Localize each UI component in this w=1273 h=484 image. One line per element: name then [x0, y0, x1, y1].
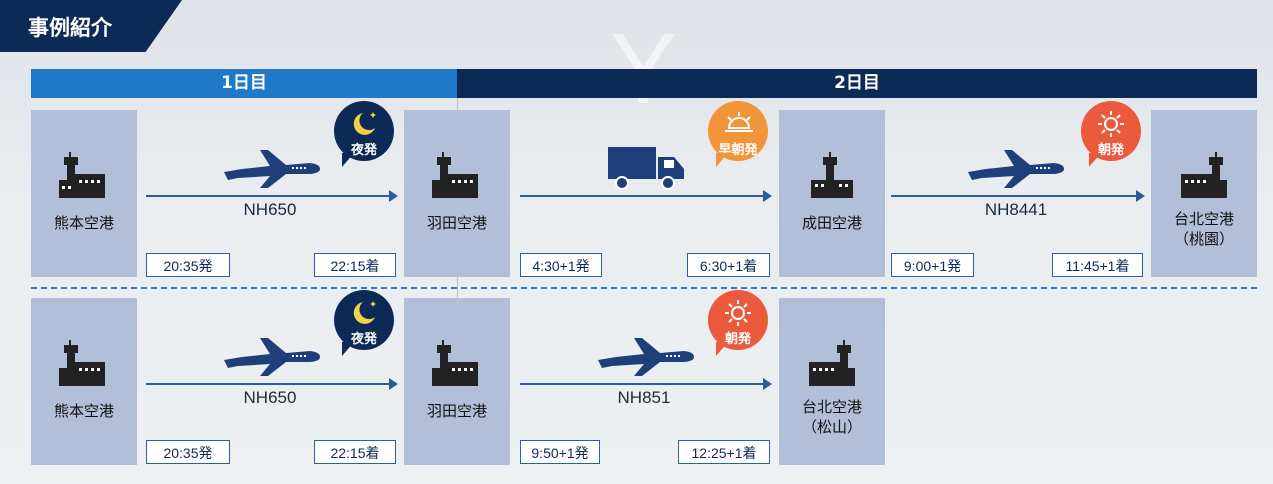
route2-leg2-line: [520, 378, 772, 390]
badge-label: 早朝発: [718, 143, 758, 158]
route1-leg3-line: [891, 190, 1145, 202]
route1-leg1-dep: 20:35発: [146, 253, 230, 277]
airplane-icon: [968, 150, 1064, 188]
route1-leg1-arr: 22:15着: [314, 253, 396, 277]
route2-leg2-dep: 9:50+1発: [520, 440, 600, 464]
route2-airport-name-1: 羽田空港: [426, 403, 487, 420]
route2-airport-origin: 熊本空港: [31, 298, 137, 465]
sun-icon: [1098, 111, 1124, 137]
control-tower-icon: [432, 152, 478, 198]
route1-leg2-arr: 6:30+1着: [687, 253, 770, 277]
route-separator: [31, 287, 1257, 289]
day-2-bar: 2日目: [457, 69, 1257, 98]
route1-leg1-line: [146, 190, 398, 202]
route2-airport-name-0: 熊本空港: [53, 403, 114, 420]
sun-icon: [725, 300, 751, 326]
control-tower-icon: [432, 340, 478, 386]
route1-airport-name-2: 成田空港: [801, 215, 862, 232]
sunrise-icon: [725, 112, 753, 132]
morning-badge: 朝発: [1081, 101, 1141, 167]
truck-icon: [608, 147, 684, 190]
control-tower-icon: [59, 340, 105, 386]
route1-airport-origin: 熊本空港: [31, 110, 137, 277]
route1-leg3-flight: NH8441: [984, 200, 1048, 219]
route1-airport-haneda: 羽田空港: [404, 110, 510, 277]
badge-label: 夜発: [350, 332, 377, 347]
route1-leg2-line: [520, 190, 772, 202]
route2-airport-destination: 台北空港 （松山）: [779, 298, 885, 465]
night-departure-badge: 夜発: [334, 101, 394, 167]
route2-leg2-flight: NH851: [617, 388, 671, 407]
route1-leg1-flight: NH650: [243, 200, 297, 219]
day-2-label: 2日目: [834, 73, 880, 93]
control-tower-icon: [811, 152, 853, 198]
route2-airport-haneda: 羽田空港: [404, 298, 510, 465]
route1-airport-narita: 成田空港: [779, 110, 885, 277]
route1-airport-name-1: 羽田空港: [426, 215, 487, 232]
badge-label: 朝発: [724, 332, 751, 347]
control-tower-icon: [59, 152, 105, 198]
route1-leg3-dep: 9:00+1発: [891, 253, 974, 277]
airplane-icon: [224, 150, 320, 188]
airplane-icon: [598, 338, 694, 376]
route1-leg2-dep: 4:30+1発: [520, 253, 602, 277]
route1-airport-name-3: 台北空港 （桃園）: [1173, 211, 1234, 248]
morning-badge: 朝発: [708, 290, 768, 356]
route2-leg2-arr: 12:25+1着: [678, 440, 770, 464]
moon-icon: [353, 301, 376, 324]
route1-leg3-arr: 11:45+1着: [1052, 253, 1143, 277]
section-header: 事例紹介: [0, 0, 182, 52]
section-title: 事例紹介: [28, 16, 112, 40]
airplane-icon: [224, 338, 320, 376]
control-tower-icon: [809, 340, 855, 386]
control-tower-icon: [1181, 152, 1227, 198]
route2-airport-name-2: 台北空港 （松山）: [801, 399, 862, 436]
day-1-label: 1日目: [221, 73, 267, 93]
route2-leg1-dep: 20:35発: [146, 440, 230, 464]
route2-leg1-flight: NH650: [243, 388, 297, 407]
day-1-bar: 1日目: [31, 69, 457, 98]
route2-leg1-arr: 22:15着: [314, 440, 396, 464]
route2-leg1-line: [146, 378, 398, 390]
badge-label: 朝発: [1097, 143, 1124, 158]
route1-airport-destination: 台北空港 （桃園）: [1151, 110, 1257, 277]
early-morning-badge: 早朝発: [708, 101, 768, 167]
route1-airport-name-0: 熊本空港: [53, 215, 114, 232]
badge-label: 夜発: [350, 143, 377, 158]
moon-icon: [353, 112, 376, 135]
night-departure-badge: 夜発: [334, 290, 394, 356]
